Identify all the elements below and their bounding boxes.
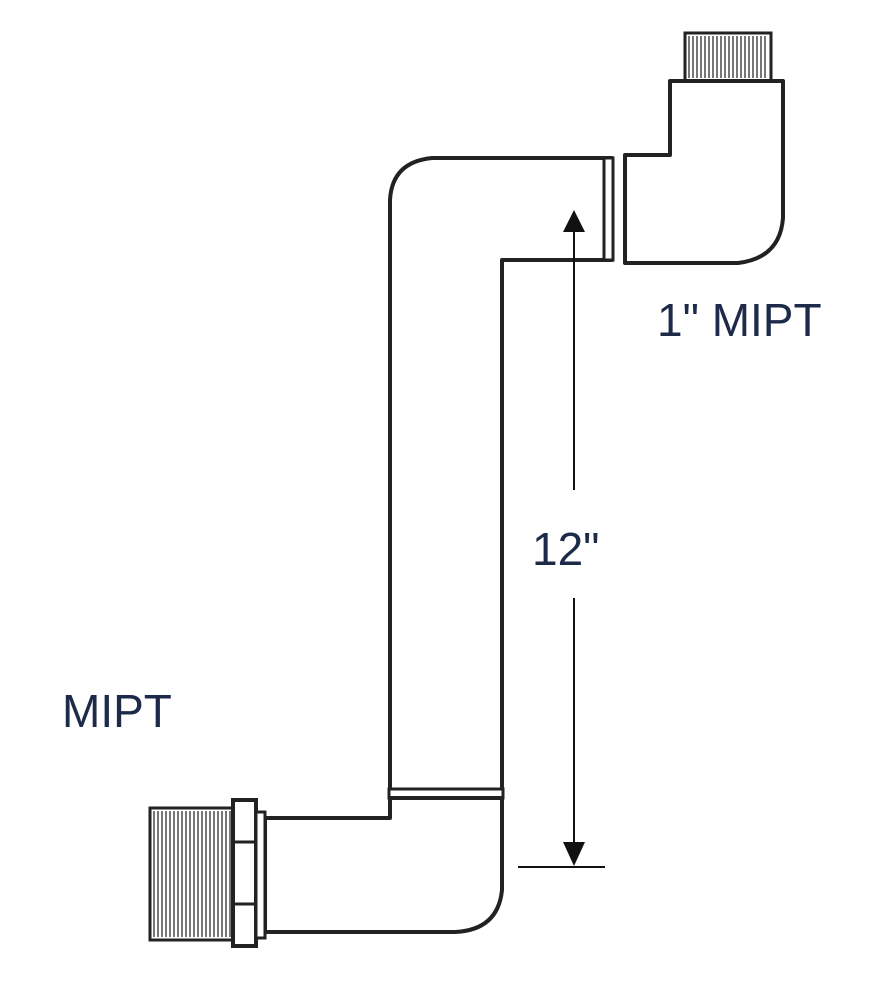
dimension-label: 12" (532, 523, 600, 575)
top-thread (683, 31, 773, 83)
hex-nut (231, 798, 258, 948)
top-fitting-label: 1" MIPT (657, 294, 822, 346)
top-elbow-fitting (623, 79, 785, 265)
bottom-elbow (263, 796, 504, 934)
arrow-down-icon (563, 842, 585, 866)
riser-pipe (388, 156, 614, 792)
arrow-up-icon (563, 210, 585, 232)
upper-coupling-band (602, 156, 615, 262)
dimension-marker (518, 210, 605, 868)
bottom-thread (148, 806, 237, 942)
bottom-fitting-label: MIPT (62, 685, 172, 737)
nut-neck (254, 810, 267, 940)
